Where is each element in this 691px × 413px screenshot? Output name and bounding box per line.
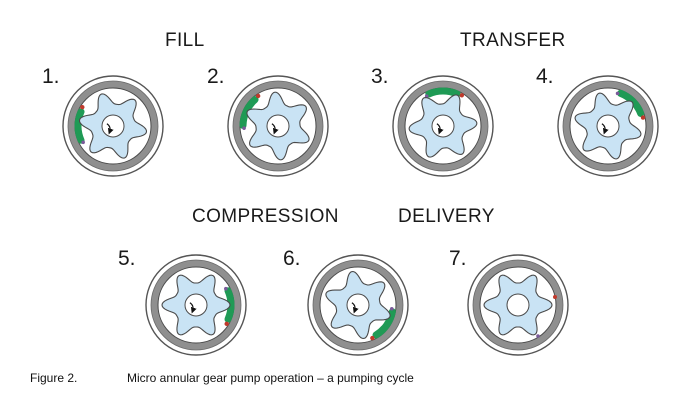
fluid-pocket <box>224 287 235 323</box>
rotor-shaft <box>596 114 620 138</box>
pump-stage-4 <box>557 75 659 177</box>
seal-marker <box>81 140 85 145</box>
pump-stages <box>62 75 659 356</box>
fluid-pocket <box>617 89 645 117</box>
seal-marker <box>553 295 557 299</box>
fluid-pocket <box>239 96 259 129</box>
clockwise-arrow-icon <box>106 123 114 135</box>
pump-stage-7 <box>467 254 569 356</box>
clockwise-arrow-icon <box>271 123 279 135</box>
seal-marker <box>370 335 375 341</box>
pump-stage-2 <box>227 75 329 177</box>
stage-label-6: 6. <box>283 247 301 270</box>
seal-marker <box>536 334 540 338</box>
seal-marker <box>224 321 229 327</box>
stage-label-2: 2. <box>207 65 225 88</box>
pump-stage-1 <box>62 75 164 177</box>
seal-marker <box>424 94 429 98</box>
rotor-shaft <box>431 114 455 138</box>
fluid-pocket <box>425 87 461 98</box>
heading-fill: FILL <box>165 30 205 51</box>
rotor-shaft <box>346 293 370 317</box>
heading-transfer: TRANSFER <box>460 30 566 51</box>
rotor-shaft <box>184 293 208 317</box>
seal-marker <box>615 91 620 96</box>
stage-label-7: 7. <box>449 247 467 270</box>
clockwise-arrow-icon <box>189 302 197 314</box>
figure-label: Figure 2. <box>30 371 78 385</box>
stage-label-3: 3. <box>371 65 389 88</box>
pump-stage-3 <box>392 75 494 177</box>
stage-label-4: 4. <box>536 65 554 88</box>
seal-marker <box>389 306 394 311</box>
clockwise-arrow-icon <box>351 302 359 314</box>
heading-delivery: DELIVERY <box>398 206 495 227</box>
seal-marker <box>80 104 85 110</box>
rotor-shaft <box>101 114 125 138</box>
seal-marker <box>459 93 465 98</box>
figure-caption: Micro annular gear pump operation – a pu… <box>127 371 414 385</box>
stage-label-5: 5. <box>118 247 136 270</box>
fluid-pocket <box>74 108 85 144</box>
pump-stage-5 <box>145 254 247 356</box>
pump-stage-6 <box>307 254 409 356</box>
seal-marker <box>242 126 246 130</box>
clockwise-arrow-icon <box>436 123 444 135</box>
rotor-shaft <box>266 114 290 138</box>
heading-compression: COMPRESSION <box>192 206 339 227</box>
clockwise-arrow-icon <box>601 123 609 135</box>
seal-marker <box>255 93 261 99</box>
rotor-shaft <box>506 293 530 317</box>
seal-marker <box>224 286 228 291</box>
seal-marker <box>640 115 646 120</box>
stage-label-1: 1. <box>42 65 60 88</box>
fluid-pocket <box>372 308 396 339</box>
